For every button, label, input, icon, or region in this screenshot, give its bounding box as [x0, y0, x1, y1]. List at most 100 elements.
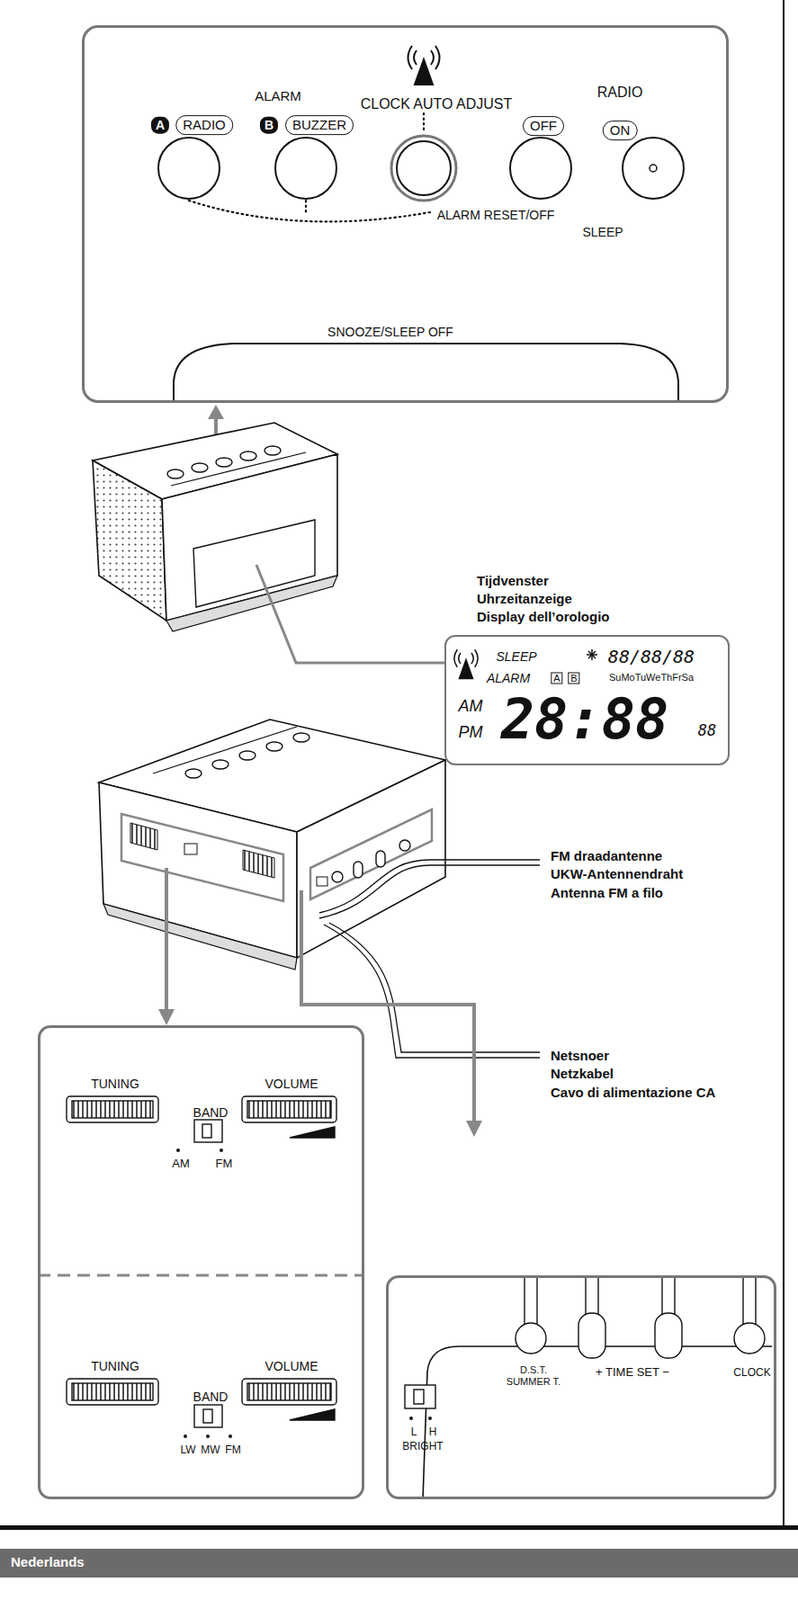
illustration-part [319, 865, 540, 919]
band-label: BAND [193, 1106, 229, 1121]
illustration-part [293, 733, 310, 743]
illustration-part [71, 1101, 153, 1119]
power-cord-caption: Netzkabel [550, 1066, 614, 1082]
illustration-part [523, 1275, 525, 1325]
illustration-part [413, 1389, 424, 1405]
illustration-part [266, 742, 283, 752]
illustration-part [408, 45, 440, 70]
language-label: Nederlands [10, 1555, 85, 1570]
seconds-digits: 88 [698, 723, 717, 740]
illustration-part [184, 843, 198, 855]
illustration-part [158, 137, 220, 199]
alarm-b-indicator: B [567, 672, 580, 685]
illustration-part [588, 651, 596, 659]
illustration-part [37, 1274, 365, 1278]
illustration-part [212, 760, 229, 770]
illustration-part [194, 1120, 223, 1143]
antenna-caption: FM draadantenne [550, 849, 663, 864]
illustration-part [404, 1385, 436, 1409]
illustration-part [466, 1120, 483, 1138]
illustration-part [622, 137, 684, 199]
illustration-part [399, 840, 411, 852]
illustration-part [161, 454, 338, 621]
illustration-part [673, 1275, 675, 1316]
illustration-part [170, 452, 306, 486]
illustration-part [586, 649, 598, 661]
alarm-reset-label: ALARM RESET/OFF [437, 208, 556, 223]
illustration-part [422, 113, 425, 134]
illustration-part [247, 1101, 332, 1119]
illustration-part [228, 1434, 233, 1439]
illustration-part [239, 751, 256, 761]
sleep-indicator: SLEEP [495, 650, 537, 664]
illustration-part [264, 446, 281, 456]
illustration-part [289, 1409, 335, 1421]
illustration-part [654, 1313, 682, 1359]
clock-button-label: CLOCK [733, 1367, 771, 1380]
illustration-part [734, 1323, 765, 1354]
illustration-part [331, 840, 411, 883]
illustration-part [754, 1275, 756, 1325]
language-band: Nederlands [0, 1549, 798, 1579]
illustration-part [207, 404, 225, 420]
bright-low: L [411, 1426, 418, 1439]
am-label: AM [171, 1157, 190, 1171]
illustration-part [242, 1379, 337, 1406]
illustration-part [536, 1275, 538, 1325]
pm-indicator: PM [458, 724, 484, 742]
band-label: BAND [193, 1390, 229, 1405]
illustration-part [289, 1127, 335, 1139]
illustration-part [240, 451, 257, 461]
alarm-a-badge: A [151, 116, 170, 135]
illustration-part [202, 1124, 212, 1139]
illustration-part [649, 164, 657, 172]
illustration-part [391, 135, 457, 201]
illustration-part [193, 520, 315, 608]
rear-controls-panel: LHBRIGHTD.S.T.SUMMER T.+ TIME SET −CLOCK [385, 1275, 777, 1500]
summer-time-label: SUMMER T. [506, 1377, 561, 1389]
illustration-part [316, 877, 328, 887]
illustration-part [782, 0, 785, 1528]
illustration-part [130, 823, 158, 851]
illustration-part [296, 760, 446, 959]
tuning-label: TUNING [90, 1360, 140, 1374]
illustration-part [578, 1313, 606, 1359]
illustration-part [176, 1148, 432, 1439]
illustration-part [167, 446, 281, 479]
illustration-part [185, 769, 202, 779]
illustration-part [121, 814, 284, 902]
illustration-part [329, 923, 540, 1053]
bright-high: H [429, 1426, 438, 1439]
clock-display: SLEEPALARMAB88/88/88SuMoTuWeThFrSaAMPM28… [444, 635, 730, 766]
illustration-part [510, 137, 572, 199]
power-cord-caption: Cavo di alimentazione CA [550, 1085, 716, 1101]
illustration-part [304, 200, 307, 215]
illustration-part [242, 850, 275, 879]
fm-label: FM [215, 1157, 234, 1171]
illustration-part [597, 1275, 599, 1316]
illustration-part [152, 726, 297, 774]
volume-label: VOLUME [264, 1360, 318, 1374]
clock-auto-adjust-label: CLOCK AUTO ADJUST [360, 97, 513, 113]
illustration-part [167, 469, 184, 479]
illustration-part [206, 1434, 210, 1439]
alarm-label: ALARM [254, 89, 302, 104]
illustration-part [71, 1383, 153, 1401]
illustration-part [66, 1096, 337, 1428]
illustration-part [742, 1275, 744, 1325]
time-set-label: + TIME SET − [595, 1366, 670, 1380]
am-indicator: AM [458, 698, 484, 716]
illustration-part [242, 1096, 337, 1123]
illustration-part [376, 851, 386, 868]
illustration-part [588, 651, 596, 659]
illustration-part [454, 649, 478, 679]
display-caption: Uhrzeitanzeige [476, 591, 573, 607]
illustration-part [185, 733, 310, 779]
illustration-part [188, 200, 431, 222]
illustration-part [191, 463, 208, 473]
dst-label: D.S.T. [520, 1365, 547, 1377]
weekday-indicator: SuMoTuWeThFrSa [609, 672, 694, 684]
tuning-controls-panel: TUNINGBANDVOLUMEAMFMTUNINGBANDVOLUMELWMW… [37, 1025, 365, 1500]
illustration-part [275, 137, 337, 199]
fm-label: FM [224, 1444, 241, 1457]
